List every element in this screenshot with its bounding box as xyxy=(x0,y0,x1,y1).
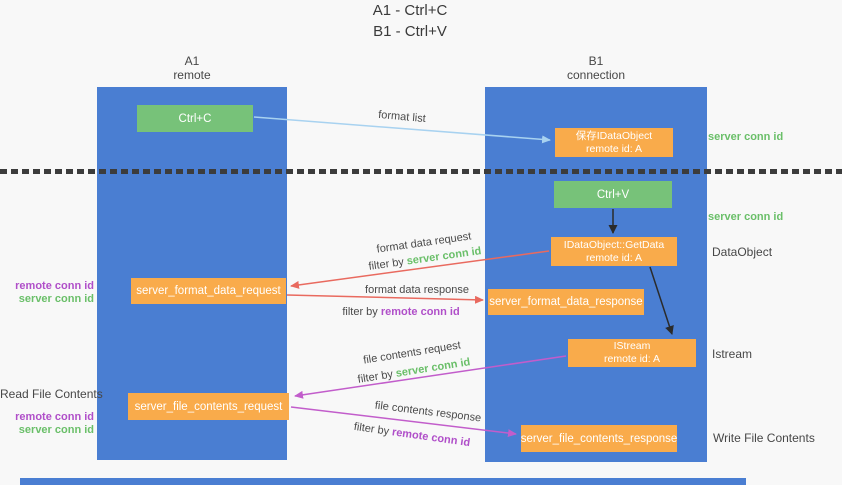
format-data-response-arrow xyxy=(286,294,484,304)
server-file-contents-request-label: server_file_contents_request xyxy=(134,400,283,413)
server-conn-id-note-2: server conn id xyxy=(18,424,94,436)
lifeline-b1-name: B1 xyxy=(588,54,604,68)
getdata-node: IDataObject::GetData remote id: A xyxy=(551,237,677,266)
format-list-arrow xyxy=(253,116,551,144)
title-line-1: A1 - Ctrl+C xyxy=(372,2,448,19)
server-file-contents-response-label: server_file_contents_response xyxy=(520,432,678,445)
server-format-data-response-label: server_format_data_response xyxy=(489,296,643,308)
write-file-contents-note: Write File Contents xyxy=(713,431,815,445)
getdata-to-istream-arrow xyxy=(649,266,674,335)
diagram-title: A1 - Ctrl+C B1 - Ctrl+V xyxy=(0,0,820,42)
remote-conn-id-note-2: remote conn id xyxy=(15,411,94,423)
lifeline-header-b1: B1 connection xyxy=(485,54,707,82)
server-conn-id-note-top: server conn id xyxy=(708,131,784,143)
lifeline-a1-name: A1 xyxy=(184,54,200,68)
istream-line1: IStream xyxy=(613,340,651,352)
server-format-data-request-label: server_format_data_request xyxy=(136,285,281,297)
server-format-data-request-node: server_format_data_request xyxy=(131,278,286,304)
remote-conn-id-note-1: remote conn id xyxy=(15,280,94,292)
getdata-line2: remote id: A xyxy=(585,251,643,264)
title-line-2: B1 - Ctrl+V xyxy=(373,23,447,40)
remote-conn-id-key: remote conn id xyxy=(380,306,460,318)
format-data-request-arrow xyxy=(290,250,550,289)
format-data-response-filter-label: filter by remote conn id xyxy=(342,306,459,318)
dataobject-note: DataObject xyxy=(712,245,773,259)
ctrl-v-node: Ctrl+V xyxy=(554,181,672,208)
ctrl-v-label: Ctrl+V xyxy=(596,188,630,201)
istream-node: IStream remote id: A xyxy=(568,339,696,367)
save-idataobject-line2: remote id: A xyxy=(585,142,643,155)
getdata-line1: IDataObject::GetData xyxy=(563,238,665,251)
server-file-contents-request-node: server_file_contents_request xyxy=(128,393,289,420)
filter-by-text: filter by xyxy=(342,306,381,318)
istream-line2: remote id: A xyxy=(603,353,661,365)
server-format-data-response-node: server_format_data_response xyxy=(488,289,644,315)
file-contents-response-arrow xyxy=(290,406,517,438)
server-file-contents-response-node: server_file_contents_response xyxy=(521,425,677,452)
ctrl-c-node: Ctrl+C xyxy=(137,105,253,132)
save-idataobject-line1: 保存IDataObject xyxy=(575,129,653,142)
lifeline-header-a1: A1 remote xyxy=(97,54,287,82)
session-divider-dotted-line xyxy=(0,169,842,174)
server-conn-id-note-1: server conn id xyxy=(18,293,94,305)
format-data-response-label: format data response xyxy=(365,284,469,296)
lifeline-b1-role: connection xyxy=(566,68,626,82)
file-contents-request-arrow xyxy=(294,355,567,399)
istream-note: Istream xyxy=(712,347,753,361)
server-conn-id-note-mid: server conn id xyxy=(708,211,784,223)
lifeline-a1-role: remote xyxy=(173,68,211,82)
bottom-partial-bar xyxy=(20,478,746,485)
save-idataobject-node: 保存IDataObject remote id: A xyxy=(555,128,673,157)
ctrl-c-label: Ctrl+C xyxy=(178,112,212,125)
read-file-contents-note: Read File Contents xyxy=(0,387,103,401)
